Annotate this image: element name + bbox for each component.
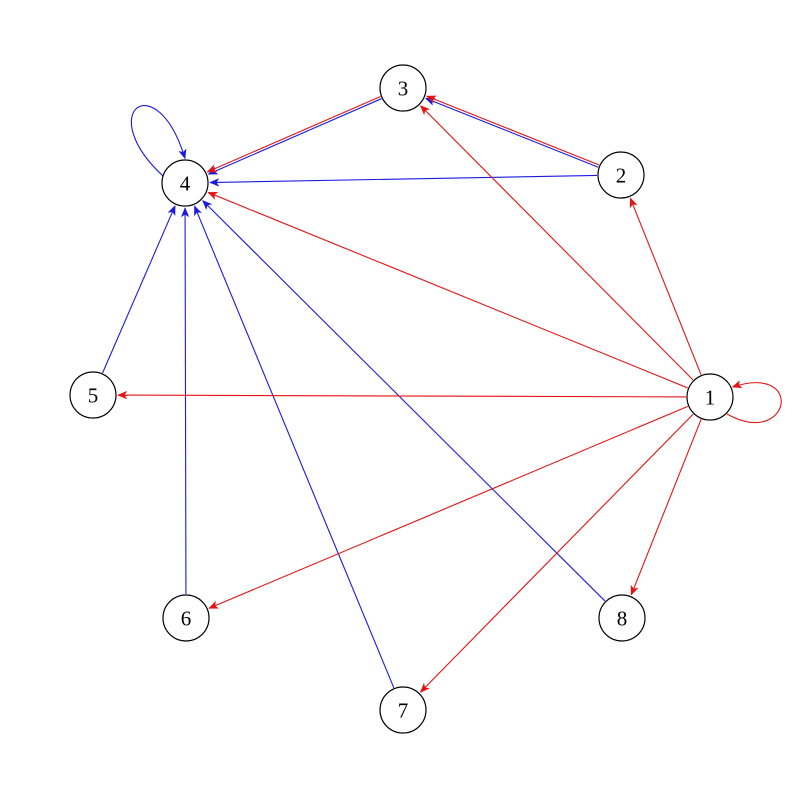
edge-1-8-red <box>630 419 702 596</box>
node-circle-2 <box>597 151 645 199</box>
node-3: 3 <box>379 64 427 112</box>
node-circle-8 <box>598 594 646 642</box>
edge-2-4-blue <box>209 174 598 187</box>
node-circle-4 <box>161 159 209 207</box>
edge-6-4-blue <box>180 207 190 595</box>
node-circle-3 <box>379 64 427 112</box>
edge-5-4-blue <box>102 205 176 374</box>
edge-2-3-blue <box>425 97 599 168</box>
edge-1-4-red <box>207 191 688 389</box>
node-8: 8 <box>598 594 646 642</box>
edge-3-4-red <box>206 95 381 173</box>
node-label-6: 6 <box>181 606 192 630</box>
edge-1-7-red <box>419 413 694 693</box>
node-label-7: 7 <box>398 698 409 722</box>
edge-layer <box>102 95 782 693</box>
edge-3-4-blue <box>207 98 382 175</box>
node-label-2: 2 <box>616 163 627 187</box>
edge-1-3-red <box>420 105 694 381</box>
edge-1-2-red <box>629 197 702 375</box>
edge-1-5-red <box>117 390 687 400</box>
node-circle-5 <box>69 371 117 419</box>
node-5: 5 <box>69 371 117 419</box>
edge-1-1-red <box>726 380 782 423</box>
node-label-4: 4 <box>180 171 191 195</box>
edge-4-4-blue <box>130 104 187 177</box>
edge-8-4-blue <box>202 200 606 602</box>
edge-7-4-blue <box>194 205 395 689</box>
node-1: 1 <box>686 373 734 421</box>
node-6: 6 <box>162 594 210 642</box>
node-layer: 1 2 3 4 5 6 7 8 <box>69 64 734 734</box>
node-circle-1 <box>686 373 734 421</box>
node-label-3: 3 <box>398 76 409 100</box>
edge-2-3-red <box>425 95 600 166</box>
node-7: 7 <box>379 686 427 734</box>
node-label-5: 5 <box>88 383 99 407</box>
node-4: 4 <box>161 159 209 207</box>
edge-1-6-red <box>208 405 689 609</box>
node-circle-7 <box>379 686 427 734</box>
node-label-1: 1 <box>705 385 716 409</box>
node-circle-6 <box>162 594 210 642</box>
node-2: 2 <box>597 151 645 199</box>
node-label-8: 8 <box>617 606 628 630</box>
